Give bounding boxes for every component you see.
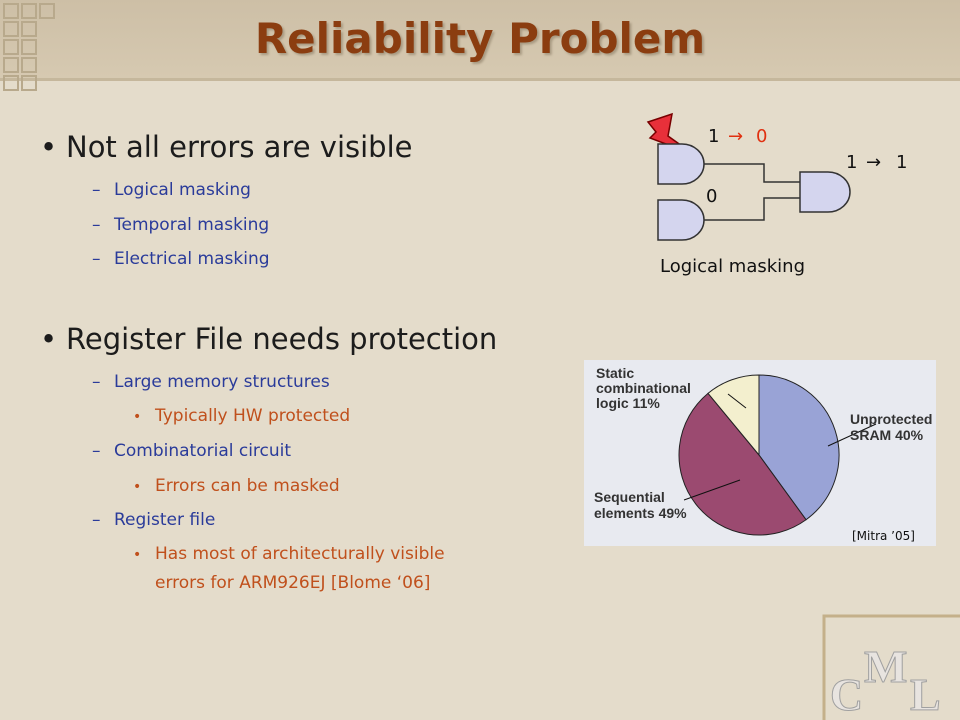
cml-logo: C M L bbox=[822, 614, 960, 720]
output-arrow: → bbox=[866, 152, 881, 173]
detail-text: Typically HW protected bbox=[155, 406, 351, 426]
logic-circuit-diagram: 1 → 0 0 1 → 1 Logical masking bbox=[646, 112, 907, 277]
detail-architecturally-visible: •Has most of architecturally visible bbox=[133, 544, 445, 564]
sub-text: Logical masking bbox=[114, 180, 251, 200]
pie-slice bbox=[678, 392, 807, 536]
sub-text: Temporal masking bbox=[114, 215, 270, 235]
pie-slices bbox=[678, 374, 840, 536]
sub-temporal-masking: –Temporal masking bbox=[92, 215, 270, 235]
bullet-register-file: •Register File needs protection bbox=[40, 322, 498, 356]
input-a-from: 1 bbox=[708, 126, 719, 147]
sub-register-file: –Register file bbox=[92, 510, 216, 530]
corner-decoration-icon bbox=[3, 3, 55, 91]
nand-gate-bottom bbox=[657, 199, 705, 241]
detail-arm926ej: errors for ARM926EJ [Blome ‘06] bbox=[155, 573, 430, 593]
bullet-text: Not all errors are visible bbox=[66, 130, 413, 164]
sub-combinatorial: –Combinatorial circuit bbox=[92, 441, 292, 461]
title-divider bbox=[0, 78, 960, 81]
bullet-text: Register File needs protection bbox=[66, 322, 498, 356]
slice-label: elements 49% bbox=[594, 505, 687, 521]
logo-l: L bbox=[910, 669, 941, 720]
nand-gate-top bbox=[657, 143, 705, 185]
bullet-not-all-errors: •Not all errors are visible bbox=[40, 130, 413, 164]
output-to: 1 bbox=[896, 152, 907, 173]
slice-label: logic 11% bbox=[596, 395, 660, 411]
error-distribution-pie: Static combinational logic 11% Unprotect… bbox=[584, 360, 936, 546]
sub-text: Register file bbox=[114, 510, 216, 530]
detail-text: errors for ARM926EJ [Blome ‘06] bbox=[155, 573, 431, 593]
sub-logical-masking: –Logical masking bbox=[92, 180, 251, 200]
input-a-to: 0 bbox=[756, 126, 767, 147]
output-from: 1 bbox=[846, 152, 857, 173]
pie-slice bbox=[707, 374, 760, 457]
detail-hw-protected: •Typically HW protected bbox=[133, 406, 351, 426]
slice-label: Sequential bbox=[594, 489, 665, 505]
slice-label: SRAM 40% bbox=[850, 427, 924, 443]
sub-text: Combinatorial circuit bbox=[114, 441, 292, 461]
pie-slice bbox=[758, 374, 840, 521]
sub-text: Electrical masking bbox=[114, 249, 270, 269]
pie-citation: [Mitra ’05] bbox=[852, 529, 915, 543]
nand-gate-output bbox=[799, 171, 851, 213]
logo-c: C bbox=[830, 669, 863, 720]
sub-electrical-masking: –Electrical masking bbox=[92, 249, 270, 269]
input-a-arrow: → bbox=[728, 126, 743, 147]
detail-text: Errors can be masked bbox=[155, 476, 340, 496]
sub-large-memory: –Large memory structures bbox=[92, 372, 330, 392]
slice-label: combinational bbox=[596, 380, 691, 396]
slice-label: Unprotected bbox=[850, 411, 932, 427]
detail-text: Has most of architecturally visible bbox=[155, 544, 445, 564]
logo-m: M bbox=[864, 641, 907, 692]
input-b-value: 0 bbox=[706, 186, 717, 207]
sub-text: Large memory structures bbox=[114, 372, 330, 392]
slice-label: Static bbox=[596, 365, 634, 381]
title-band bbox=[0, 0, 960, 78]
detail-masked: •Errors can be masked bbox=[133, 476, 340, 496]
circuit-caption: Logical masking bbox=[660, 256, 805, 277]
page-title: Reliability Problem bbox=[254, 14, 706, 63]
